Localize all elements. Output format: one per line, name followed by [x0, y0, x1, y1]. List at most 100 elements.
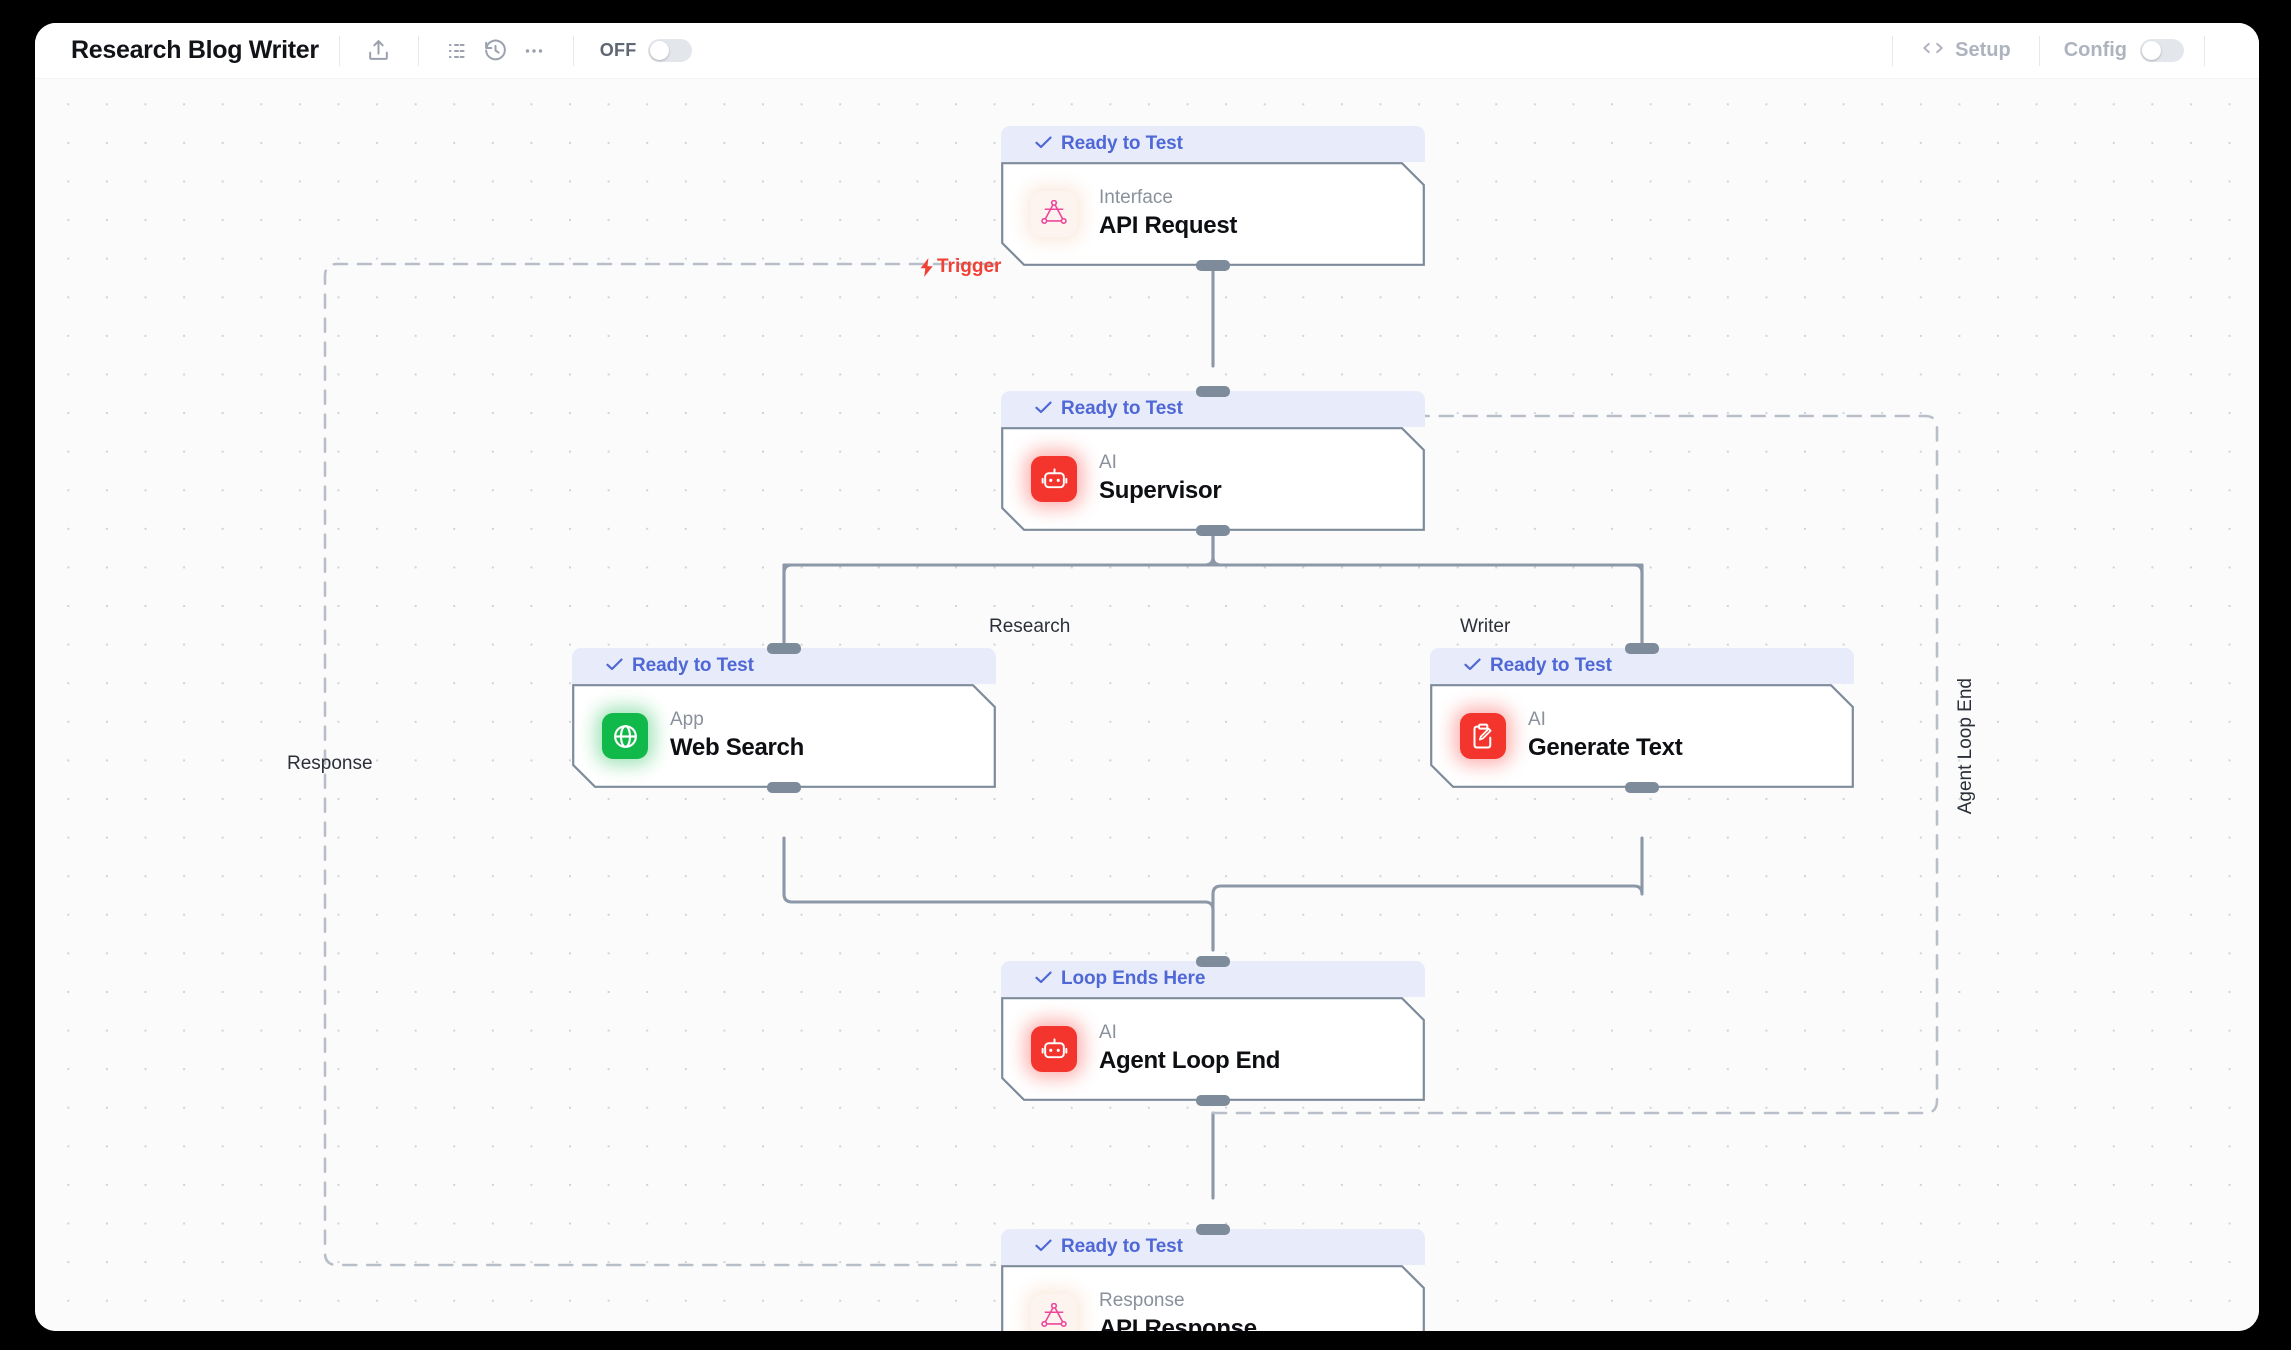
- trigger-label: Trigger: [919, 256, 1001, 278]
- workflow-enable-label: OFF: [599, 40, 637, 60]
- setup-button[interactable]: Setup: [1913, 34, 2019, 68]
- node-body[interactable]: AI Generate Text: [1430, 684, 1854, 788]
- toolbar-left-group: Research Blog Writer: [35, 23, 715, 78]
- node-web-search[interactable]: Ready to Test App W: [572, 643, 996, 793]
- check-icon: [1035, 133, 1052, 155]
- toolbar-right-group: Setup Config: [1872, 23, 2259, 78]
- node-text: AI Agent Loop End: [1099, 1023, 1280, 1074]
- node-name-label: Agent Loop End: [1099, 1047, 1281, 1075]
- trigger-label-text: Trigger: [937, 256, 1002, 277]
- node-generate-text[interactable]: Ready to Test AI Ge: [1430, 643, 1854, 793]
- node-status-label: Ready to Test: [1490, 655, 1612, 676]
- robot-icon: [1031, 456, 1077, 502]
- node-api-request[interactable]: Ready to Test: [1001, 126, 1425, 271]
- node-input-handle[interactable]: [1196, 386, 1230, 397]
- node-status-label: Loop Ends Here: [1061, 968, 1206, 989]
- node-kind-label: AI: [1099, 1022, 1117, 1044]
- lightning-bolt-icon: [919, 257, 935, 277]
- toggle-knob: [650, 41, 670, 60]
- config-group[interactable]: Config: [2064, 39, 2184, 62]
- node-name-label: Web Search: [670, 734, 804, 762]
- node-agent-loop-end[interactable]: Loop Ends Here: [1001, 956, 1425, 1106]
- history-icon[interactable]: [477, 32, 515, 70]
- node-status-label: Ready to Test: [632, 655, 754, 676]
- node-text: AI Generate Text: [1528, 710, 1682, 761]
- config-toggle-knob: [2142, 41, 2161, 60]
- globe-icon: [602, 713, 648, 759]
- node-status-label: Ready to Test: [1061, 133, 1183, 154]
- upload-share-icon[interactable]: [360, 32, 398, 70]
- node-supervisor[interactable]: Ready to Test: [1001, 386, 1425, 536]
- node-text: Response API Response: [1099, 1291, 1257, 1331]
- node-status-bar: Ready to Test: [1001, 126, 1425, 162]
- node-name-label: API Response: [1099, 1315, 1257, 1331]
- list-icon[interactable]: [439, 32, 477, 70]
- node-status-bar: Ready to Test: [572, 648, 996, 684]
- workflow-enable-toggle[interactable]: [648, 39, 693, 62]
- branch-label-writer: Writer: [1460, 616, 1511, 637]
- node-kind-label: Response: [1099, 1290, 1185, 1312]
- toolbar-divider-6: [2204, 35, 2205, 66]
- toolbar-divider-1: [338, 35, 340, 66]
- app-window: Research Blog Writer: [30, 18, 2264, 1336]
- branch-label-research: Research: [989, 616, 1071, 637]
- node-name-label: Generate Text: [1528, 734, 1683, 762]
- code-brackets-icon: [1921, 38, 1945, 64]
- node-input-handle[interactable]: [1196, 956, 1230, 967]
- toolbar-divider-5: [2038, 35, 2040, 66]
- node-body[interactable]: Interface API Request: [1001, 162, 1425, 266]
- node-status-bar: Ready to Test: [1430, 648, 1854, 684]
- response-label: Response: [287, 753, 373, 774]
- check-icon: [1464, 655, 1481, 677]
- check-icon: [1035, 398, 1052, 420]
- node-body[interactable]: AI Supervisor: [1001, 427, 1425, 531]
- setup-label: Setup: [1955, 39, 2011, 61]
- node-status-bar: Ready to Test: [1001, 1229, 1425, 1265]
- node-status-label: Ready to Test: [1061, 1236, 1183, 1257]
- node-status-label: Ready to Test: [1061, 398, 1183, 419]
- clipboard-pencil-icon: [1460, 713, 1506, 759]
- node-output-handle[interactable]: [1196, 260, 1230, 271]
- node-text: AI Supervisor: [1099, 453, 1221, 504]
- graphql-icon: [1031, 1294, 1077, 1331]
- node-name-label: Supervisor: [1099, 477, 1222, 505]
- node-kind-label: App: [670, 709, 704, 731]
- workflow-title: Research Blog Writer: [71, 36, 319, 64]
- check-icon: [1035, 1236, 1052, 1258]
- config-label: Config: [2063, 39, 2127, 61]
- node-input-handle[interactable]: [1196, 1224, 1230, 1235]
- config-toggle[interactable]: [2140, 39, 2184, 62]
- node-body[interactable]: App Web Search: [572, 684, 996, 788]
- toolbar-divider-3: [572, 35, 574, 66]
- node-kind-label: AI: [1528, 709, 1546, 731]
- node-output-handle[interactable]: [1196, 525, 1230, 536]
- node-status-bar: Ready to Test: [1001, 391, 1425, 427]
- toolbar-divider-4: [1892, 35, 1894, 66]
- node-body[interactable]: AI Agent Loop End: [1001, 997, 1425, 1101]
- edge-layer: [323, 262, 1939, 1267]
- node-status-bar: Loop Ends Here: [1001, 961, 1425, 997]
- node-kind-label: Interface: [1099, 187, 1173, 209]
- node-body[interactable]: Response API Response: [1001, 1265, 1425, 1331]
- check-icon: [1035, 968, 1052, 990]
- node-text: Interface API Request: [1099, 188, 1237, 239]
- robot-icon: [1031, 1026, 1077, 1072]
- workflow-enable-group[interactable]: OFF: [600, 39, 693, 62]
- node-api-response[interactable]: Ready to Test: [1001, 1224, 1425, 1331]
- node-input-handle[interactable]: [1625, 643, 1659, 654]
- node-output-handle[interactable]: [1196, 1095, 1230, 1106]
- more-horizontal-icon[interactable]: [515, 32, 553, 70]
- top-toolbar: Research Blog Writer: [35, 23, 2259, 78]
- toolbar-divider-2: [417, 35, 419, 66]
- workflow-canvas[interactable]: Trigger Research Writer Response Agent L…: [35, 78, 2259, 1331]
- graphql-icon: [1031, 191, 1077, 237]
- node-name-label: API Request: [1099, 212, 1238, 240]
- node-text: App Web Search: [670, 710, 804, 761]
- node-kind-label: AI: [1099, 452, 1117, 474]
- loop-boundary-label: Agent Loop End: [1955, 678, 1976, 815]
- node-output-handle[interactable]: [767, 782, 801, 793]
- node-output-handle[interactable]: [1625, 782, 1659, 793]
- node-input-handle[interactable]: [767, 643, 801, 654]
- toolbar-spacer: [714, 23, 1872, 78]
